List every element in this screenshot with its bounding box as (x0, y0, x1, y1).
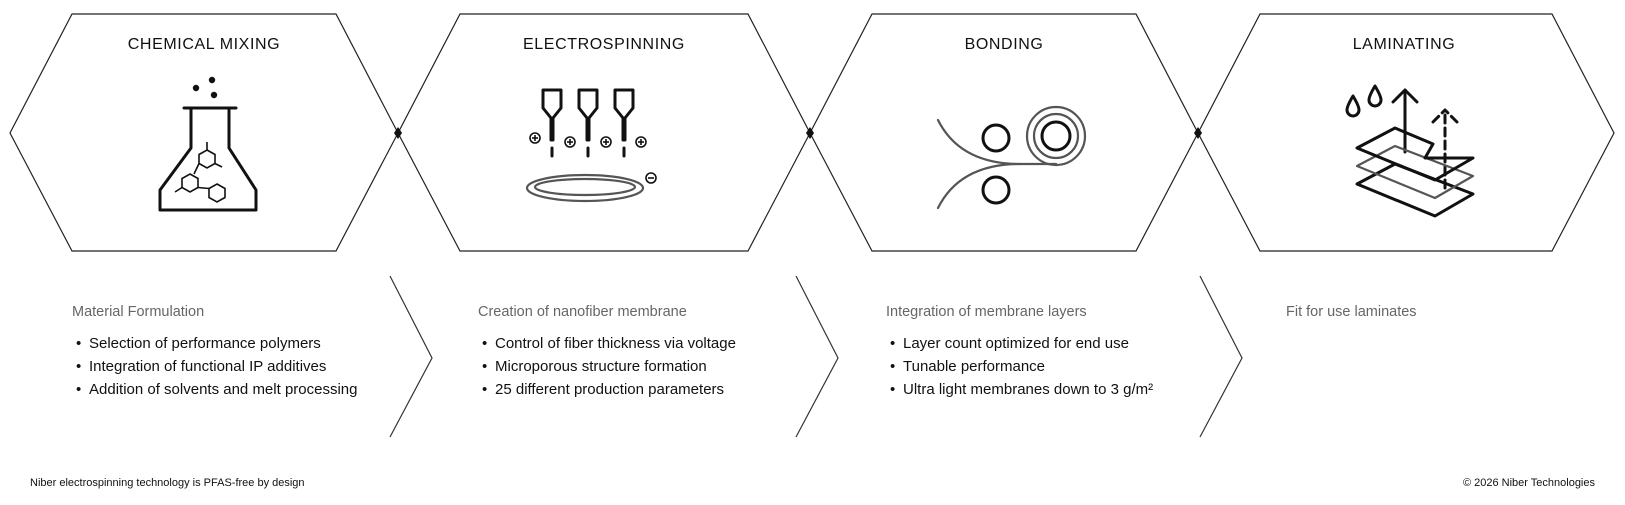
list-item: Layer count optimized for end use (886, 332, 1216, 355)
stage-subheading: Fit for use laminates (1286, 304, 1417, 320)
junction-marker (1194, 127, 1202, 139)
stage-title: BONDING (964, 36, 1044, 53)
bullet-list: Selection of performance polymers Integr… (72, 332, 402, 401)
junction-marker (806, 127, 814, 139)
chevron-arrow-icon (1199, 275, 1243, 438)
stage-title: ELECTROSPINNING (523, 36, 685, 53)
footer-note: Niber electrospinning technology is PFAS… (30, 477, 305, 489)
stage-subheading: Material Formulation (72, 304, 205, 320)
list-item: Control of fiber thickness via voltage (478, 332, 808, 355)
rollers-icon (936, 105, 1087, 210)
stage-subheading: Creation of nanofiber membrane (478, 304, 687, 320)
list-item: Tunable performance (886, 355, 1216, 378)
stage-title: CHEMICAL MIXING (127, 36, 281, 53)
list-item: 25 different production parameters (478, 378, 808, 401)
stage-description: Integration of membrane layers Layer cou… (886, 304, 1216, 401)
stage-description: Material Formulation Selection of perfor… (72, 304, 402, 401)
list-item: Integration of functional IP additives (72, 355, 402, 378)
nozzles-icon (525, 88, 657, 203)
plus-charge-icon (529, 132, 647, 148)
minus-charge-icon (645, 172, 657, 184)
list-item: Microporous structure formation (478, 355, 808, 378)
stage-description: Creation of nanofiber membrane Control o… (478, 304, 808, 401)
list-item: Addition of solvents and melt processing (72, 378, 402, 401)
list-item: Ultra light membranes down to 3 g/m² (886, 378, 1216, 401)
list-item: Selection of performance polymers (72, 332, 402, 355)
stage-subheading: Integration of membrane layers (886, 304, 1087, 320)
stage-title: LAMINATING (1352, 36, 1456, 53)
copyright: © 2026 Niber Technologies (1462, 477, 1595, 489)
chevron-arrow-icon (795, 275, 839, 438)
laminate-layers-icon (1345, 84, 1475, 218)
junction-marker (394, 127, 402, 139)
flask-icon (158, 76, 258, 212)
chevron-arrow-icon (389, 275, 433, 438)
stage-description: Fit for use laminates (1286, 304, 1616, 332)
bullet-list: Layer count optimized for end use Tunabl… (886, 332, 1216, 401)
bullet-list: Control of fiber thickness via voltage M… (478, 332, 808, 401)
